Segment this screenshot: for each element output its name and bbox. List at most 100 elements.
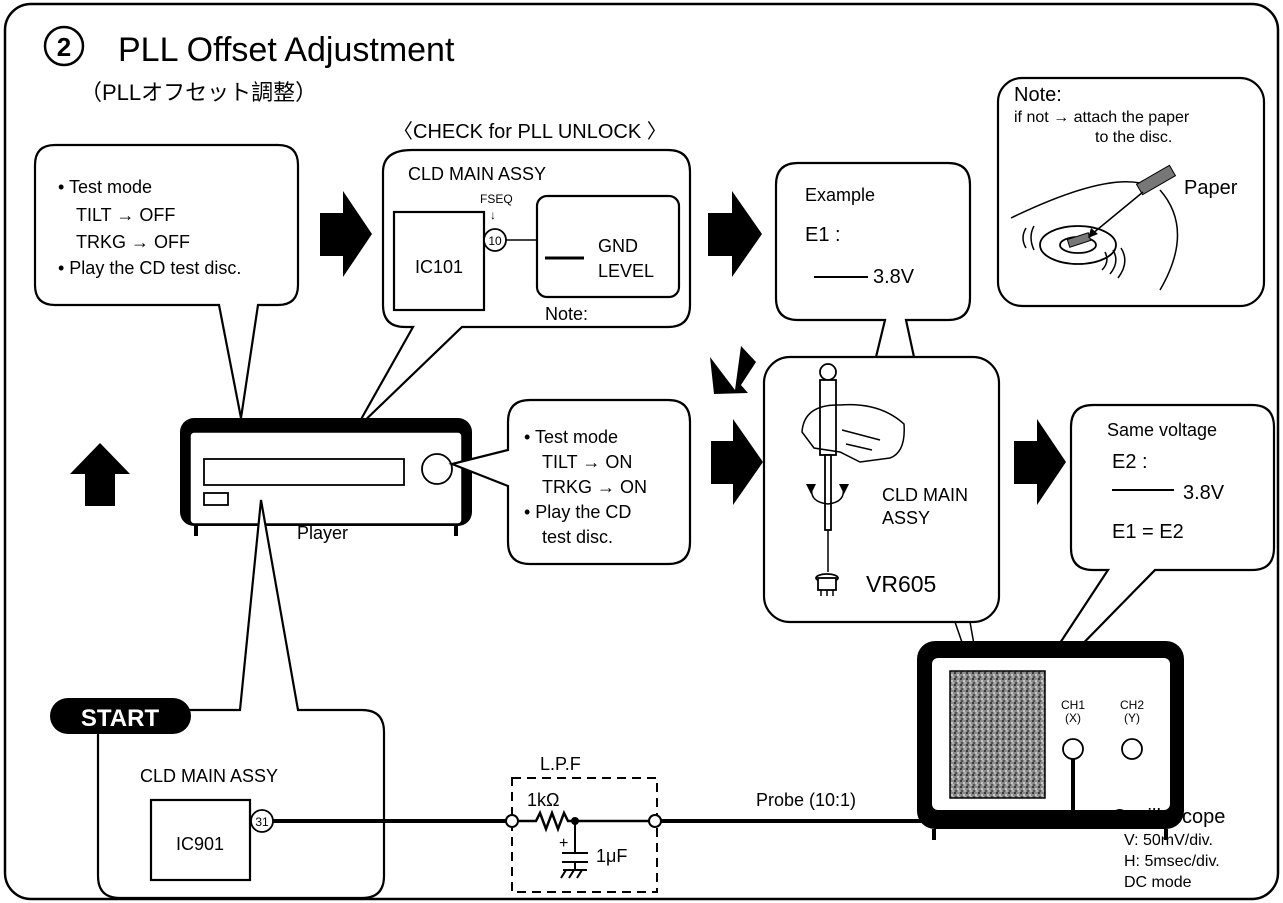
step2-bubble: • Test mode TILT → ON TRKG → ON • Play t… — [448, 398, 692, 566]
step1-line-1: • Test mode — [58, 177, 152, 197]
oscilloscope-mode: DC mode — [1124, 874, 1192, 891]
player-display-window — [203, 458, 405, 486]
rotation-arrow — [810, 486, 845, 505]
start-label: START — [81, 705, 160, 732]
example-bubble: Example E1 : 3.8V — [774, 161, 972, 359]
screwdriver-shaft — [824, 454, 832, 531]
player-knob — [421, 453, 453, 485]
step2-line-1: • Test mode — [524, 427, 618, 447]
step2-line-5: test disc. — [542, 527, 613, 547]
check-bubble: CLD MAIN ASSY IC101 FSEQ ↓ 10 GND LEVEL … — [354, 148, 692, 431]
ic901-label: IC901 — [176, 834, 224, 854]
adjust-assy-line-2: ASSY — [882, 508, 930, 528]
level-text: LEVEL — [598, 261, 654, 281]
lpf-label: L.P.F — [540, 754, 581, 774]
step1-line-4: • Play the CD test disc. — [58, 258, 241, 278]
note-title: Note: — [1014, 84, 1062, 106]
start-assy-title: CLD MAIN ASSY — [140, 766, 278, 786]
step2-line-3: TRKG → ON — [542, 477, 647, 497]
flow-arrow-back — [710, 346, 756, 394]
vr605-label: VR605 — [866, 571, 936, 597]
rotation-arrow-head-left — [806, 484, 816, 494]
ch2-connector — [1121, 738, 1143, 760]
step2-line-2: TILT → ON — [542, 452, 632, 472]
vr605-symbol — [815, 573, 839, 596]
paper-pointer-head — [1088, 228, 1098, 238]
oscilloscope-screen — [949, 670, 1046, 799]
step1-line-3: TRKG → OFF — [76, 232, 190, 252]
same-voltage-bubble: Same voltage E2 : 3.8V E1 = E2 — [1011, 403, 1276, 717]
capacitor-plus: + — [559, 835, 568, 852]
player-label: Player — [297, 523, 348, 543]
page-title: PLL Offset Adjustment — [118, 31, 455, 69]
fseq-label: FSEQ — [480, 192, 513, 206]
note-bubble: Note: if not → attach the paper to the d… — [996, 76, 1266, 308]
step1-bubble: • Test mode TILT → OFF TRKG → OFF • Play… — [33, 143, 300, 419]
flow-arrow-4 — [1014, 419, 1066, 505]
pin-31-label: 31 — [255, 815, 269, 829]
page-subtitle: （PLLオフセット調整） — [80, 80, 317, 105]
rotation-arrow-head-right — [839, 484, 849, 494]
oscilloscope-name: Oscilloscope — [1112, 806, 1225, 828]
step2-line-4: • Play the CD — [524, 502, 631, 522]
adjust-assy-line-1: CLD MAIN — [882, 485, 968, 505]
ic101-label: IC101 — [415, 257, 463, 277]
same-voltage-title: Same voltage — [1107, 420, 1217, 440]
lpf-boundary — [511, 777, 658, 893]
title-block: 2 PLL Offset Adjustment （PLLオフセット調整） — [43, 25, 455, 105]
player-button — [203, 492, 229, 506]
pin-10-label: 10 — [488, 234, 502, 248]
flow-arrow-up — [70, 443, 130, 506]
ic901-chip — [149, 798, 252, 882]
disc-right-edge — [1159, 189, 1179, 291]
note-line-2: to the disc. — [1095, 129, 1172, 146]
e2-label: E2 : — [1112, 451, 1148, 473]
lpf-input-terminal — [505, 814, 519, 828]
resistor-symbol — [518, 809, 649, 833]
check-note: Note: — [545, 304, 588, 324]
oscilloscope: CH1 (X) CH2 (Y) Oscilloscope V: 50mV/div… — [917, 641, 1225, 891]
hand-outline — [801, 403, 905, 463]
probe-label: Probe (10:1) — [756, 790, 856, 810]
player-unit: Player — [180, 418, 472, 543]
ch2-axis: (Y) — [1124, 711, 1140, 725]
lpf-output-terminal — [648, 814, 662, 828]
capacitor-label: 1μF — [596, 846, 627, 866]
wire-lpf-to-ch1 — [661, 759, 1075, 823]
e1-value: 3.8V — [873, 266, 915, 288]
step-number: 2 — [57, 32, 71, 62]
start-badge — [50, 698, 191, 734]
example-title: Example — [805, 185, 875, 205]
level-display — [535, 194, 681, 299]
screwdriver-handle — [819, 379, 837, 456]
flow-arrow-1 — [320, 191, 372, 277]
gnd-text: GND — [598, 236, 638, 256]
screwdriver-head — [819, 363, 837, 381]
adjust-bubble: CLD MAIN ASSY VR605 — [762, 355, 1001, 624]
ic101-chip — [392, 210, 486, 312]
resistor-label: 1kΩ — [527, 790, 559, 810]
disc-scatter-right — [1101, 247, 1126, 279]
step-number-badge — [43, 25, 85, 67]
ch2-label: CH2 — [1120, 698, 1144, 712]
check-assy-title: CLD MAIN ASSY — [408, 164, 546, 184]
equation: E1 = E2 — [1112, 521, 1184, 543]
disc-outer-edge — [1010, 181, 1141, 219]
e2-value: 3.8V — [1183, 482, 1225, 504]
flow-arrow-2 — [708, 191, 762, 277]
lpf-filter: L.P.F 1kΩ + 1μF — [505, 754, 662, 893]
oscilloscope-v: V: 50mV/div. — [1124, 832, 1213, 849]
ch1-connector — [1062, 738, 1084, 760]
paper-pointer — [1091, 191, 1144, 235]
start-bubble: START CLD MAIN ASSY IC901 31 — [50, 499, 386, 900]
disc-scatter-left — [1022, 225, 1035, 251]
note-line-1: if not → attach the paper — [1014, 109, 1190, 126]
paper-strip — [1135, 164, 1177, 196]
step1-line-2: TILT → OFF — [76, 205, 175, 225]
ch1-label: CH1 — [1061, 698, 1085, 712]
fseq-arrow: ↓ — [490, 208, 496, 222]
flow-arrow-3 — [711, 419, 763, 505]
paper-label: Paper — [1184, 177, 1238, 199]
capacitor-symbol — [560, 821, 588, 879]
